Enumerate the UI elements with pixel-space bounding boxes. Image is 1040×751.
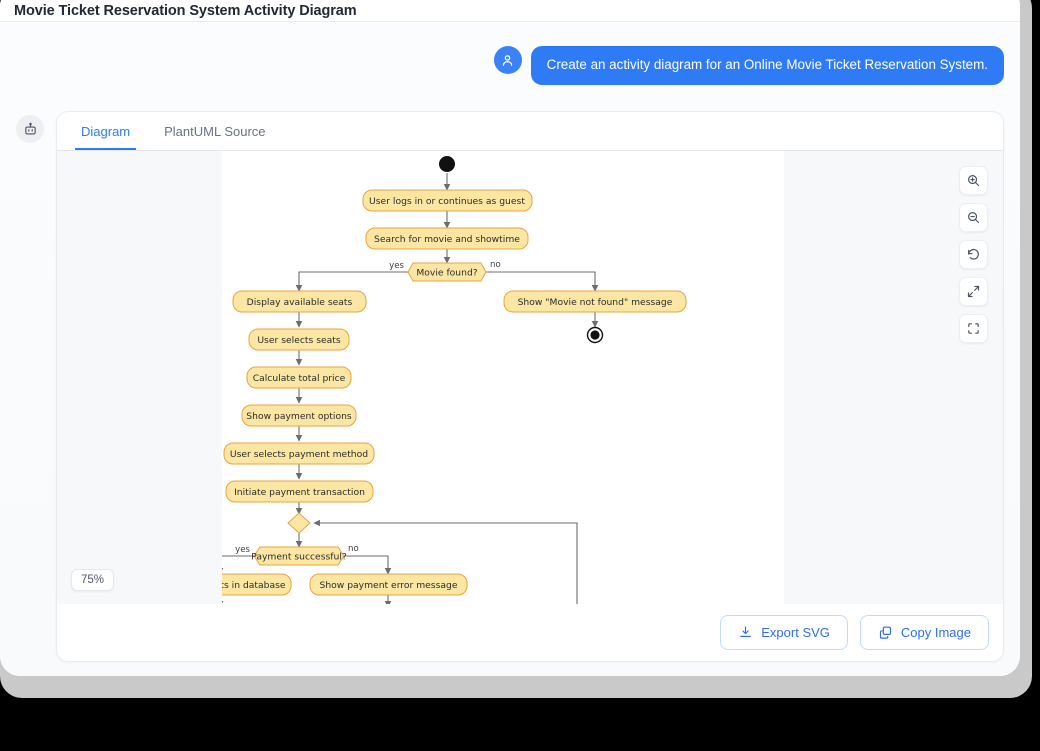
svg-text:User selects payment method: User selects payment method [230,449,368,460]
assistant-message-row: Diagram PlantUML Source [16,111,1004,662]
diagram-card: Diagram PlantUML Source [56,111,1004,662]
node-search: Search for movie and showtime [365,227,529,250]
node-payment-options: Show payment options [241,404,357,427]
svg-text:User selects seats: User selects seats [257,335,341,346]
titlebar: Movie Ticket Reservation System Activity… [0,0,1020,22]
fit-screen-icon [968,323,979,334]
expand-icon [967,285,980,298]
user-avatar [493,46,522,74]
tab-diagram[interactable]: Diagram [75,124,137,150]
node-payment-successful: Payment successful? yes no [235,544,359,566]
node-start [439,156,455,172]
svg-text:Show payment error message: Show payment error message [319,580,457,591]
tab-bar: Diagram PlantUML Source [57,112,1003,151]
copy-image-button[interactable]: Copy Image [859,615,989,650]
svg-text:User logs in or continues as g: User logs in or continues as guest [369,196,525,207]
user-message-row: Create an activity diagram for an Online… [0,46,1004,85]
node-movie-not-found: Show "Movie not found" message [503,290,687,313]
export-svg-label: Export SVG [761,625,830,640]
svg-text:no: no [490,260,501,270]
zoom-out-icon [968,212,980,224]
canvas-tool-stack [959,166,988,343]
node-end-not-found [586,326,604,344]
zoom-out-button[interactable] [959,203,988,232]
download-icon [740,626,752,637]
svg-text:Show "Movie not found" message: Show "Movie not found" message [518,297,673,308]
node-user-selects-seats: User selects seats [248,328,350,351]
assistant-avatar [16,115,44,143]
robot-icon [24,122,36,134]
svg-text:Show payment options: Show payment options [246,411,352,422]
svg-text:Search for movie and showtime: Search for movie and showtime [374,234,520,245]
diagram-canvas[interactable]: User logs in or continues as guest Searc… [57,151,1003,604]
node-payment-method: User selects payment method [223,442,375,465]
card-footer: Export SVG Copy Image [57,604,1003,661]
user-icon [502,54,513,66]
tab-plantuml-source[interactable]: PlantUML Source [164,124,266,139]
page-title: Movie Ticket Reservation System Activity… [14,2,357,19]
node-payment-error: Show payment error message [309,573,468,596]
node-display-seats: Display available seats [232,290,367,313]
reset-icon [968,248,979,260]
copy-icon [879,626,891,639]
zoom-in-icon [968,175,980,187]
node-movie-found: Movie found? yes no [389,260,501,282]
app-window: Movie Ticket Reservation System Activity… [0,0,1020,676]
zoom-in-button[interactable] [959,166,988,195]
node-merge [287,512,311,534]
expand-button[interactable] [959,277,988,306]
node-initiate-payment: Initiate payment transaction [225,480,374,503]
activity-diagram-svg: User logs in or continues as guest Searc… [222,156,687,604]
svg-text:Payment successful?: Payment successful? [251,552,347,563]
svg-text:Calculate total price: Calculate total price [253,373,346,384]
svg-text:Reserve seats in database: Reserve seats in database [222,580,286,591]
node-reserve-seats: Reserve seats in database [222,573,292,596]
node-login: User logs in or continues as guest [362,189,533,212]
svg-text:yes: yes [389,261,404,271]
svg-text:Display available seats: Display available seats [247,297,353,308]
svg-text:yes: yes [235,545,250,555]
fit-screen-button[interactable] [959,314,988,343]
copy-image-label: Copy Image [900,625,971,640]
node-calculate-price: Calculate total price [246,366,352,389]
export-svg-button[interactable]: Export SVG [720,615,848,650]
zoom-level-badge: 75% [71,569,115,591]
diagram-paper: User logs in or continues as guest Searc… [222,151,784,604]
svg-text:Movie found?: Movie found? [416,268,477,279]
svg-text:Initiate payment transaction: Initiate payment transaction [234,487,365,498]
svg-text:no: no [348,544,359,554]
chat-body: Create an activity diagram for an Online… [0,23,1020,676]
user-message-bubble: Create an activity diagram for an Online… [530,46,1004,85]
reset-view-button[interactable] [959,240,988,269]
